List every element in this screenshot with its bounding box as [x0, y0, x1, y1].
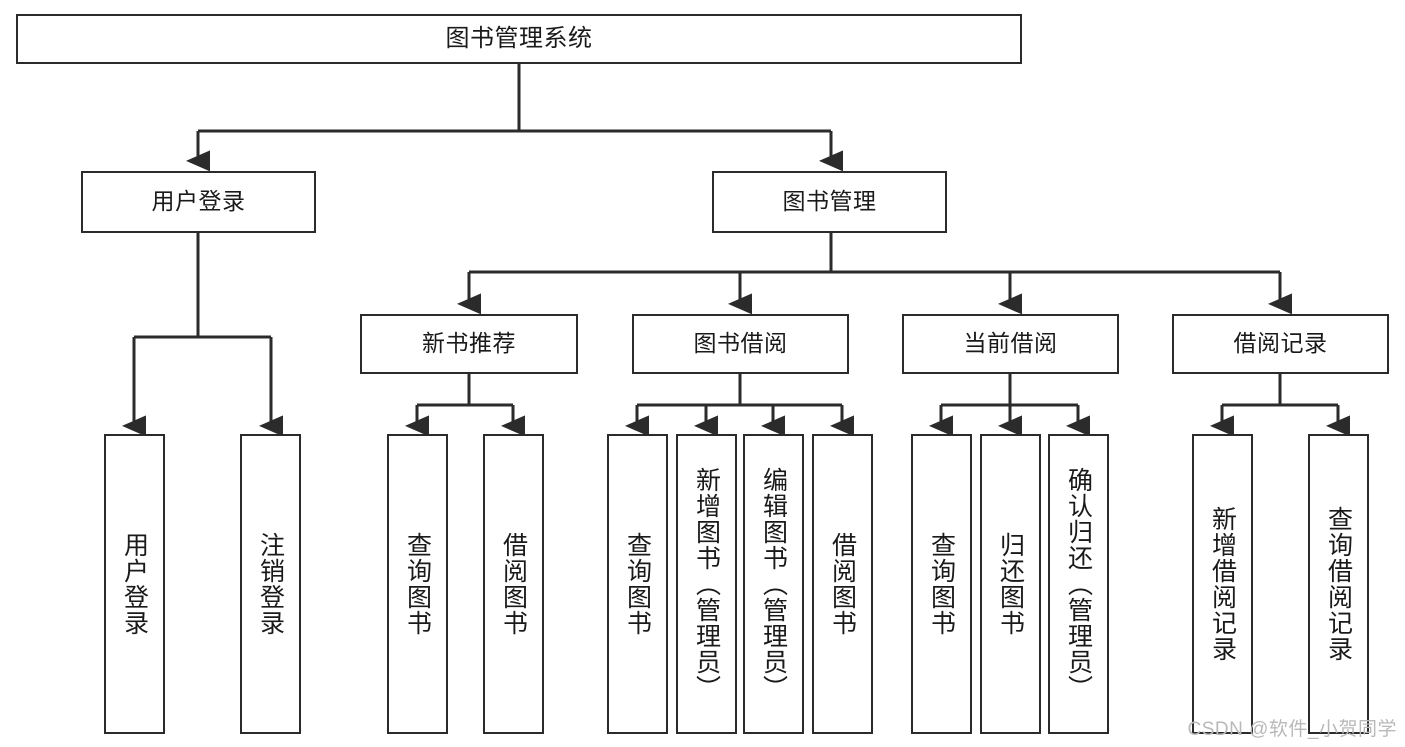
node-leaf-query-book-2[interactable]: 查询图书 [607, 434, 668, 734]
node-leaf-borrow-book-1-label: 借阅图书 [499, 532, 528, 636]
node-leaf-return-book-label: 归还图书 [996, 532, 1025, 636]
node-leaf-edit-book[interactable]: 编辑图书（管理员） [743, 434, 804, 734]
node-leaf-return-book[interactable]: 归还图书 [980, 434, 1041, 734]
node-root-system[interactable]: 图书管理系统 [16, 14, 1022, 64]
node-user-login-label: 用户登录 [151, 188, 246, 215]
node-leaf-query-record-label: 查询借阅记录 [1324, 506, 1353, 662]
node-leaf-add-book-label: 新增图书（管理员） [692, 467, 721, 701]
node-leaf-edit-book-label: 编辑图书（管理员） [759, 467, 788, 701]
node-borrow-record[interactable]: 借阅记录 [1172, 314, 1389, 374]
node-leaf-logout-login-label: 注销登录 [256, 532, 285, 636]
node-leaf-user-login-label: 用户登录 [120, 532, 149, 636]
node-leaf-query-book-3[interactable]: 查询图书 [911, 434, 972, 734]
node-leaf-add-book[interactable]: 新增图书（管理员） [676, 434, 737, 734]
node-leaf-query-book-3-label: 查询图书 [927, 532, 956, 636]
node-borrow-record-label: 借阅记录 [1233, 330, 1328, 357]
node-leaf-confirm-return-label: 确认归还（管理员） [1064, 467, 1093, 701]
node-leaf-borrow-book-2[interactable]: 借阅图书 [812, 434, 873, 734]
node-book-borrow-label: 图书借阅 [693, 330, 788, 357]
node-new-book-recommend-label: 新书推荐 [422, 330, 516, 357]
node-leaf-query-record[interactable]: 查询借阅记录 [1308, 434, 1369, 734]
node-leaf-query-book-2-label: 查询图书 [623, 532, 652, 636]
node-leaf-borrow-book-1[interactable]: 借阅图书 [483, 434, 544, 734]
node-leaf-query-book-1-label: 查询图书 [403, 532, 432, 636]
node-user-login[interactable]: 用户登录 [81, 171, 316, 233]
node-book-management-label: 图书管理 [782, 188, 877, 215]
node-leaf-logout-login[interactable]: 注销登录 [240, 434, 301, 734]
node-book-management[interactable]: 图书管理 [712, 171, 947, 233]
node-leaf-add-record-label: 新增借阅记录 [1208, 506, 1237, 662]
node-leaf-borrow-book-2-label: 借阅图书 [828, 532, 857, 636]
node-leaf-confirm-return[interactable]: 确认归还（管理员） [1048, 434, 1109, 734]
csdn-watermark: CSDN @软件_小贺同学 [1187, 719, 1397, 740]
node-leaf-user-login[interactable]: 用户登录 [104, 434, 165, 734]
node-leaf-add-record[interactable]: 新增借阅记录 [1192, 434, 1253, 734]
node-new-book-recommend[interactable]: 新书推荐 [360, 314, 578, 374]
node-root-label: 图书管理系统 [445, 24, 593, 52]
node-current-borrow[interactable]: 当前借阅 [902, 314, 1119, 374]
node-current-borrow-label: 当前借阅 [963, 330, 1058, 357]
node-leaf-query-book-1[interactable]: 查询图书 [387, 434, 448, 734]
node-book-borrow[interactable]: 图书借阅 [632, 314, 849, 374]
